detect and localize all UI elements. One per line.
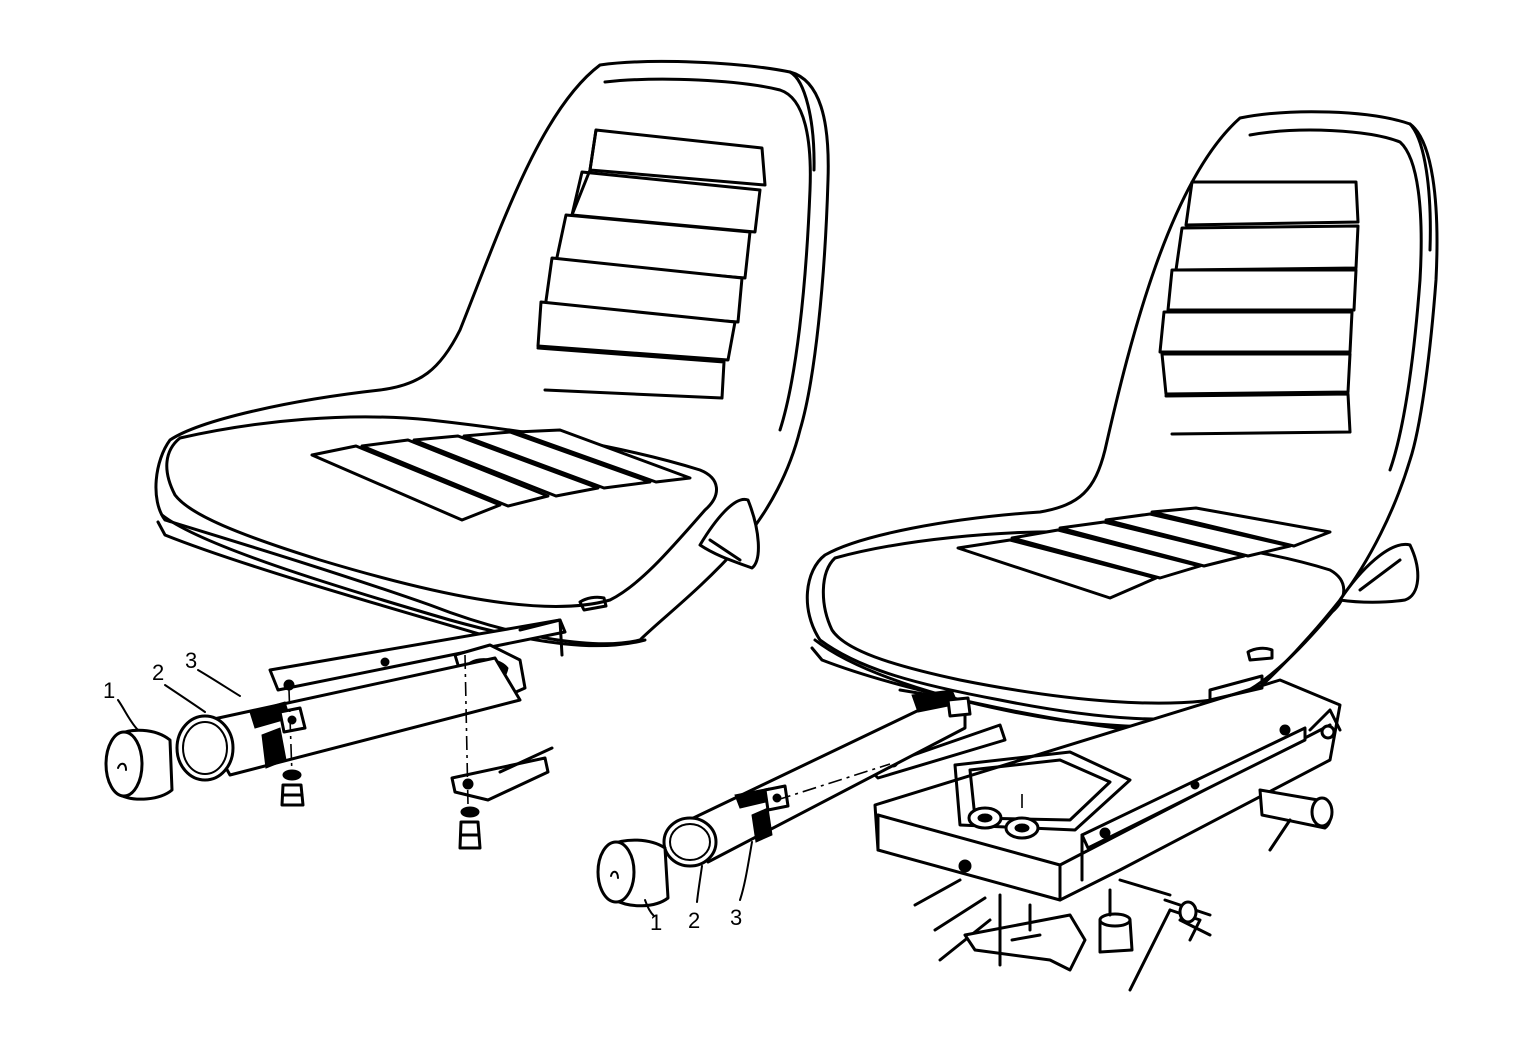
- right-slide-rail: [1080, 708, 1342, 882]
- left-seat-pleats: [310, 428, 692, 522]
- left-back-pleats: [536, 128, 767, 400]
- left-callout-1: 1: [103, 678, 115, 703]
- left-callout-3: 3: [185, 648, 197, 673]
- left-callout-2: 2: [152, 660, 164, 685]
- right-leaders: [644, 841, 753, 917]
- right-under-frame: [913, 878, 1212, 992]
- right-end-cap: [596, 838, 670, 908]
- left-tube: [175, 656, 522, 782]
- right-seat-pleats: [956, 506, 1332, 600]
- right-callout-2: 2: [688, 908, 700, 933]
- left-end-cap: [104, 728, 174, 801]
- left-seat-assembly: 1 2 3: [103, 59, 830, 850]
- right-back-pleats: [1158, 180, 1360, 436]
- left-fasteners: [280, 654, 482, 850]
- right-callout-1: 1: [650, 910, 662, 935]
- right-seat-assembly: 1 2 3: [596, 110, 1439, 992]
- right-callout-3: 3: [730, 905, 742, 930]
- left-leaders: [117, 669, 241, 731]
- right-fasteners: [776, 763, 1023, 808]
- right-tube: [662, 689, 972, 868]
